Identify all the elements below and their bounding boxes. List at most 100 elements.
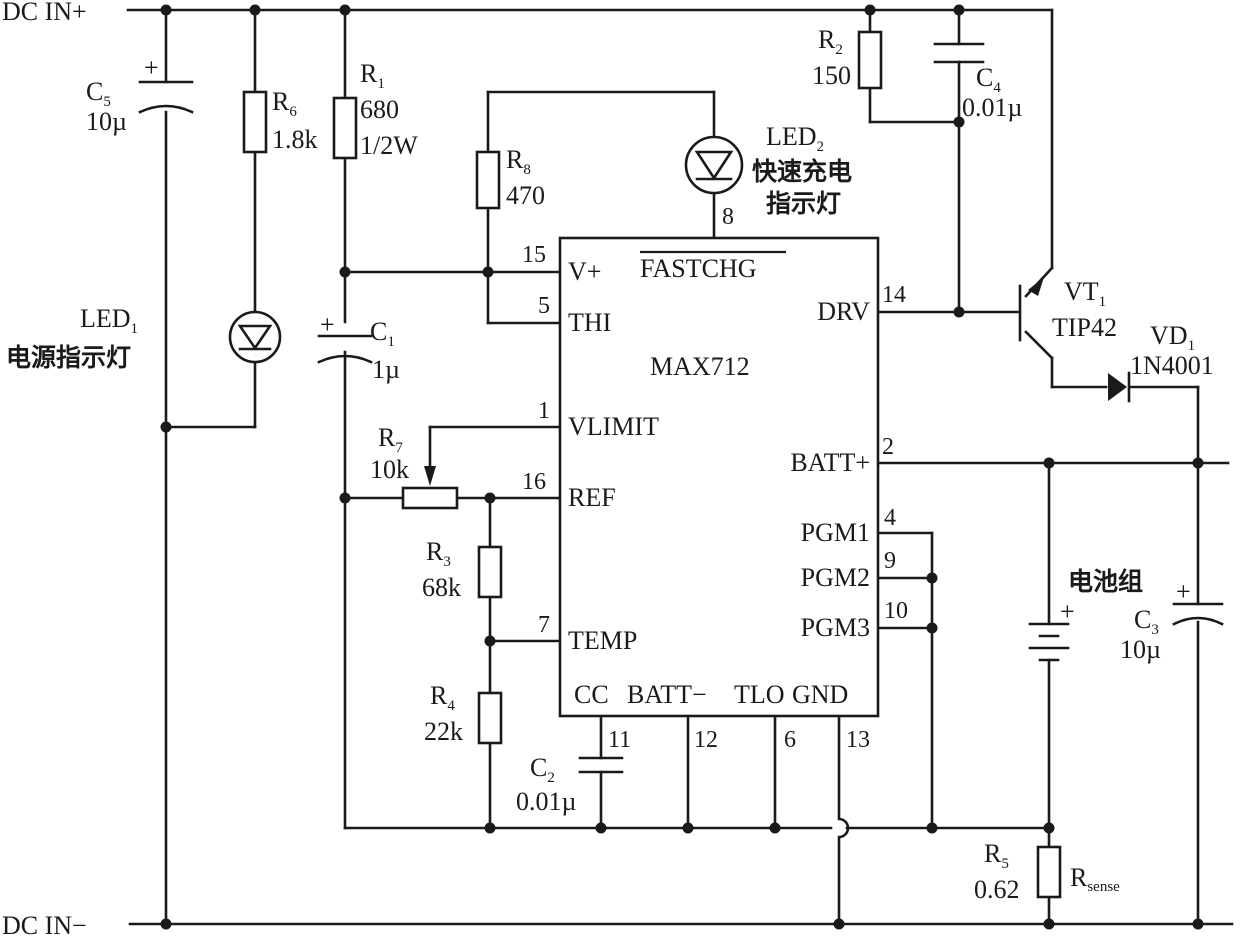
polarity-mark: + — [144, 53, 159, 82]
r1-power-rating: 1/2W — [360, 131, 418, 160]
pin-number: 12 — [694, 727, 718, 753]
resistor-r2: R2 150 — [812, 25, 883, 90]
junction-dot — [160, 421, 172, 433]
junction-dot — [769, 822, 781, 834]
rail-positive-label: DC IN+ — [2, 0, 87, 26]
junction-dot — [1192, 918, 1204, 930]
capacitor-c3: + C3 10µ — [1120, 577, 1224, 664]
pin-number: 5 — [538, 293, 550, 319]
pin-label-fastchg: FASTCHG — [640, 254, 757, 283]
pin-number: 10 — [884, 598, 908, 624]
r8-value: 470 — [506, 181, 545, 210]
capacitor-c2: C2 0.01µ — [516, 753, 624, 816]
led2-label: LED2 — [766, 122, 824, 155]
junction-dot — [833, 918, 845, 930]
led1-description: 电源指示灯 — [6, 343, 131, 372]
r5-sense-label: Rsense — [1070, 863, 1120, 895]
pin-number: 7 — [538, 612, 550, 638]
junction-dot — [595, 822, 607, 834]
led2-description-line2: 指示灯 — [766, 189, 841, 218]
pin-label-vlimit: VLIMIT — [568, 412, 659, 441]
junction-dot — [926, 622, 938, 634]
capacitor-c1: + C1 1µ — [317, 310, 400, 384]
pin-number: 4 — [884, 505, 896, 531]
junction-dot — [484, 822, 496, 834]
r3-value: 68k — [422, 573, 461, 602]
junction-dot — [953, 116, 965, 128]
junction-dot — [484, 635, 496, 647]
pin-number: 16 — [522, 469, 546, 495]
junction-dot — [1043, 457, 1055, 469]
r7-label: R7 — [378, 423, 403, 456]
r3-label: R3 — [426, 537, 451, 570]
led1-label: LED1 — [80, 304, 138, 337]
ic-max712: MAX712 V+ THI VLIMIT REF TEMP FASTCHG DR… — [522, 204, 908, 753]
transistor-vt1: VT1 TIP42 — [1018, 277, 1117, 342]
junctions — [160, 4, 1204, 930]
pin-label-gnd: GND — [792, 680, 848, 709]
junction-dot — [160, 4, 172, 16]
vt1-value: TIP42 — [1052, 313, 1117, 342]
ic-body — [558, 236, 880, 718]
resistor-r4: R4 22k — [424, 681, 503, 746]
r1-value: 680 — [360, 95, 399, 124]
junction-dot — [926, 822, 938, 834]
junction-dot — [1043, 918, 1055, 930]
junction-dot — [1192, 457, 1204, 469]
capacitor-c4: C4 0.01µ — [933, 42, 1023, 122]
vt1-label: VT1 — [1064, 277, 1106, 310]
pin-number: 15 — [522, 242, 546, 268]
vd1-label: VD1 — [1150, 321, 1195, 354]
battery-polarity: + — [1060, 597, 1075, 626]
pin-label-pgm1: PGM1 — [801, 518, 870, 547]
pin-label-pgm2: PGM2 — [801, 563, 870, 592]
c3-label: C3 — [1134, 605, 1159, 638]
pin-label-battplus: BATT+ — [790, 448, 870, 477]
led2-fast-charge-indicator: LED2 快速充电 指示灯 — [684, 122, 852, 218]
pin-number: 13 — [846, 727, 870, 753]
junction-dot — [484, 492, 496, 504]
r5-label: R5 — [984, 839, 1009, 872]
r6-label: R6 — [272, 87, 297, 120]
led1-power-indicator: LED1 电源指示灯 — [6, 304, 282, 372]
resistor-r8: R8 470 — [475, 145, 545, 210]
ic-name: MAX712 — [650, 352, 750, 381]
c1-value: 1µ — [372, 355, 400, 384]
pin-label-tlo: TLO — [734, 680, 785, 709]
resistor-r1: R1 680 1/2W — [332, 59, 418, 160]
battery-description: 电池组 — [1068, 567, 1143, 596]
battery-pack: + 电池组 — [1028, 567, 1143, 662]
c1-label: C1 — [370, 317, 395, 350]
junction-dot — [249, 4, 261, 16]
potentiometer-r7: R7 10k — [370, 423, 459, 510]
pin-label-ref: REF — [568, 483, 616, 512]
pin-number: 2 — [882, 434, 894, 460]
pin-label-cc: CC — [574, 680, 609, 709]
junction-dot — [160, 918, 172, 930]
pin-label-pgm3: PGM3 — [801, 613, 870, 642]
polarity-mark: + — [320, 310, 335, 339]
junction-dot — [682, 822, 694, 834]
r7-value: 10k — [370, 455, 409, 484]
pin-number: 11 — [608, 727, 631, 753]
pin-number: 8 — [722, 204, 734, 230]
pin-label-thi: THI — [568, 308, 611, 337]
junction-dot — [953, 306, 965, 318]
pin-label-temp: TEMP — [568, 626, 637, 655]
junction-dot — [339, 492, 351, 504]
junction-dot — [864, 4, 876, 16]
wiper-arrow — [424, 466, 436, 486]
c4-value: 0.01µ — [962, 93, 1023, 122]
pin-label-battminus: BATT− — [627, 680, 707, 709]
r2-label: R2 — [818, 25, 843, 58]
capacitor-c5: + C5 10µ — [86, 53, 194, 136]
c5-label: C5 — [86, 77, 111, 110]
junction-dot — [339, 266, 351, 278]
c5-value: 10µ — [86, 107, 127, 136]
pin-number: 9 — [884, 548, 896, 574]
resistor-r5-sense: R5 0.62 Rsense — [974, 839, 1120, 904]
rail-negative-label: DC IN− — [2, 911, 87, 937]
r4-label: R4 — [430, 681, 455, 714]
